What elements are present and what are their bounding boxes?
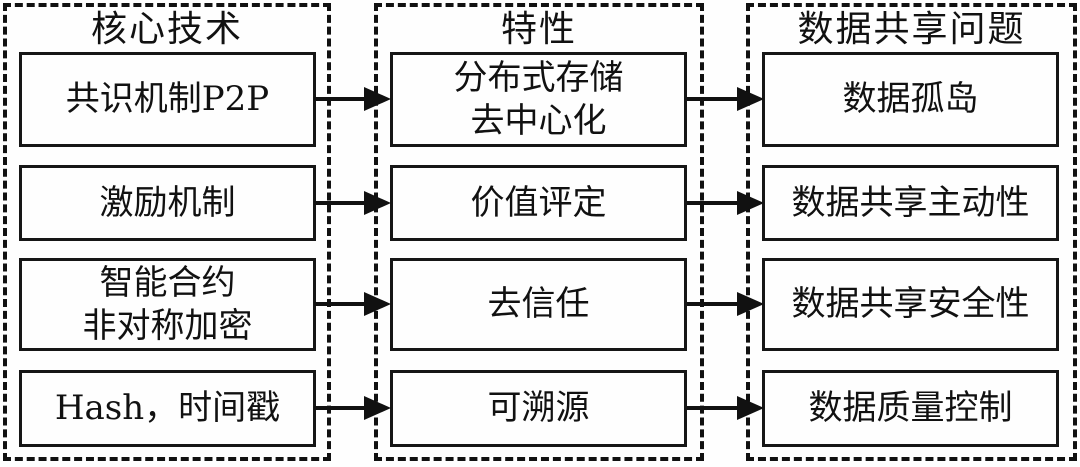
node-label: 数据质量控制: [808, 388, 1013, 428]
arrow-smart-contract-to-trustless: [314, 292, 392, 316]
node-consensus-p2p: 共识机制P2P: [19, 52, 316, 147]
node-label: 共识机制P2P: [65, 79, 270, 119]
arrowhead-icon: [364, 87, 391, 111]
arrow-hash-to-traceability: [314, 396, 392, 420]
node-data-island: 数据孤岛: [762, 52, 1059, 147]
node-value-assessment: 价值评定: [390, 165, 687, 241]
panel-core-technologies: 核心技术 共识机制P2P 激励机制 智能合约 非对称加密 Hash，时间戳: [3, 3, 331, 461]
arrowhead-icon: [737, 191, 764, 215]
arrowhead-icon: [364, 396, 391, 420]
arrow-distributed-storage-to-data-island: [687, 87, 765, 111]
arrow-shaft: [314, 201, 368, 205]
arrow-shaft: [687, 302, 741, 306]
node-data-quality-control: 数据质量控制: [762, 370, 1059, 447]
arrowhead-icon: [737, 292, 764, 316]
column-header-core-technologies: 核心技术: [90, 9, 243, 50]
node-label: 可溯源: [487, 388, 590, 428]
node-label: 去信任: [487, 284, 590, 324]
node-label: Hash，时间戳: [54, 388, 281, 428]
panel-features: 特性 分布式存储 去中心化 价值评定 去信任 可溯源: [374, 3, 704, 461]
arrowhead-icon: [364, 292, 391, 316]
arrow-shaft: [687, 97, 741, 101]
node-label-line-2: 去中心化: [470, 100, 607, 141]
arrow-value-assessment-to-initiative: [687, 191, 765, 215]
node-label-line-2: 非对称加密: [82, 305, 253, 346]
node-label: 价值评定: [470, 182, 607, 223]
arrow-consensus-to-distributed-storage: [314, 87, 392, 111]
node-incentive-mechanism: 激励机制: [19, 165, 316, 241]
node-traceability: 可溯源: [390, 370, 687, 447]
arrow-shaft: [687, 201, 741, 205]
panel-data-sharing-problems: 数据共享问题 数据孤岛 数据共享主动性 数据共享安全性 数据质量控制: [746, 3, 1077, 461]
node-label: 数据共享主动性: [791, 182, 1030, 223]
arrowhead-icon: [737, 87, 764, 111]
node-label-line-1: 分布式存储: [453, 57, 624, 98]
arrowhead-icon: [737, 396, 764, 420]
node-label: 数据孤岛: [842, 79, 979, 119]
arrow-incentive-to-value-assessment: [314, 191, 392, 215]
node-label-line-1: 智能合约: [99, 262, 236, 303]
arrow-shaft: [314, 406, 368, 410]
column-header-data-sharing-problems: 数据共享问题: [797, 9, 1026, 50]
node-label: 数据共享安全性: [791, 284, 1030, 324]
arrow-shaft: [687, 406, 741, 410]
arrow-shaft: [314, 302, 368, 306]
arrowhead-icon: [364, 191, 391, 215]
node-distributed-storage-decentralization: 分布式存储 去中心化: [390, 52, 687, 147]
node-data-sharing-security: 数据共享安全性: [762, 258, 1059, 351]
node-label: 激励机制: [99, 182, 236, 223]
node-smart-contract-asymmetric-encryption: 智能合约 非对称加密: [19, 258, 316, 351]
node-trustless: 去信任: [390, 258, 687, 351]
arrow-shaft: [314, 97, 368, 101]
arrow-trustless-to-security: [687, 292, 765, 316]
node-data-sharing-initiative: 数据共享主动性: [762, 165, 1059, 241]
node-hash-timestamp: Hash，时间戳: [19, 370, 316, 447]
column-header-features: 特性: [500, 9, 577, 50]
arrow-traceability-to-quality-control: [687, 396, 765, 420]
